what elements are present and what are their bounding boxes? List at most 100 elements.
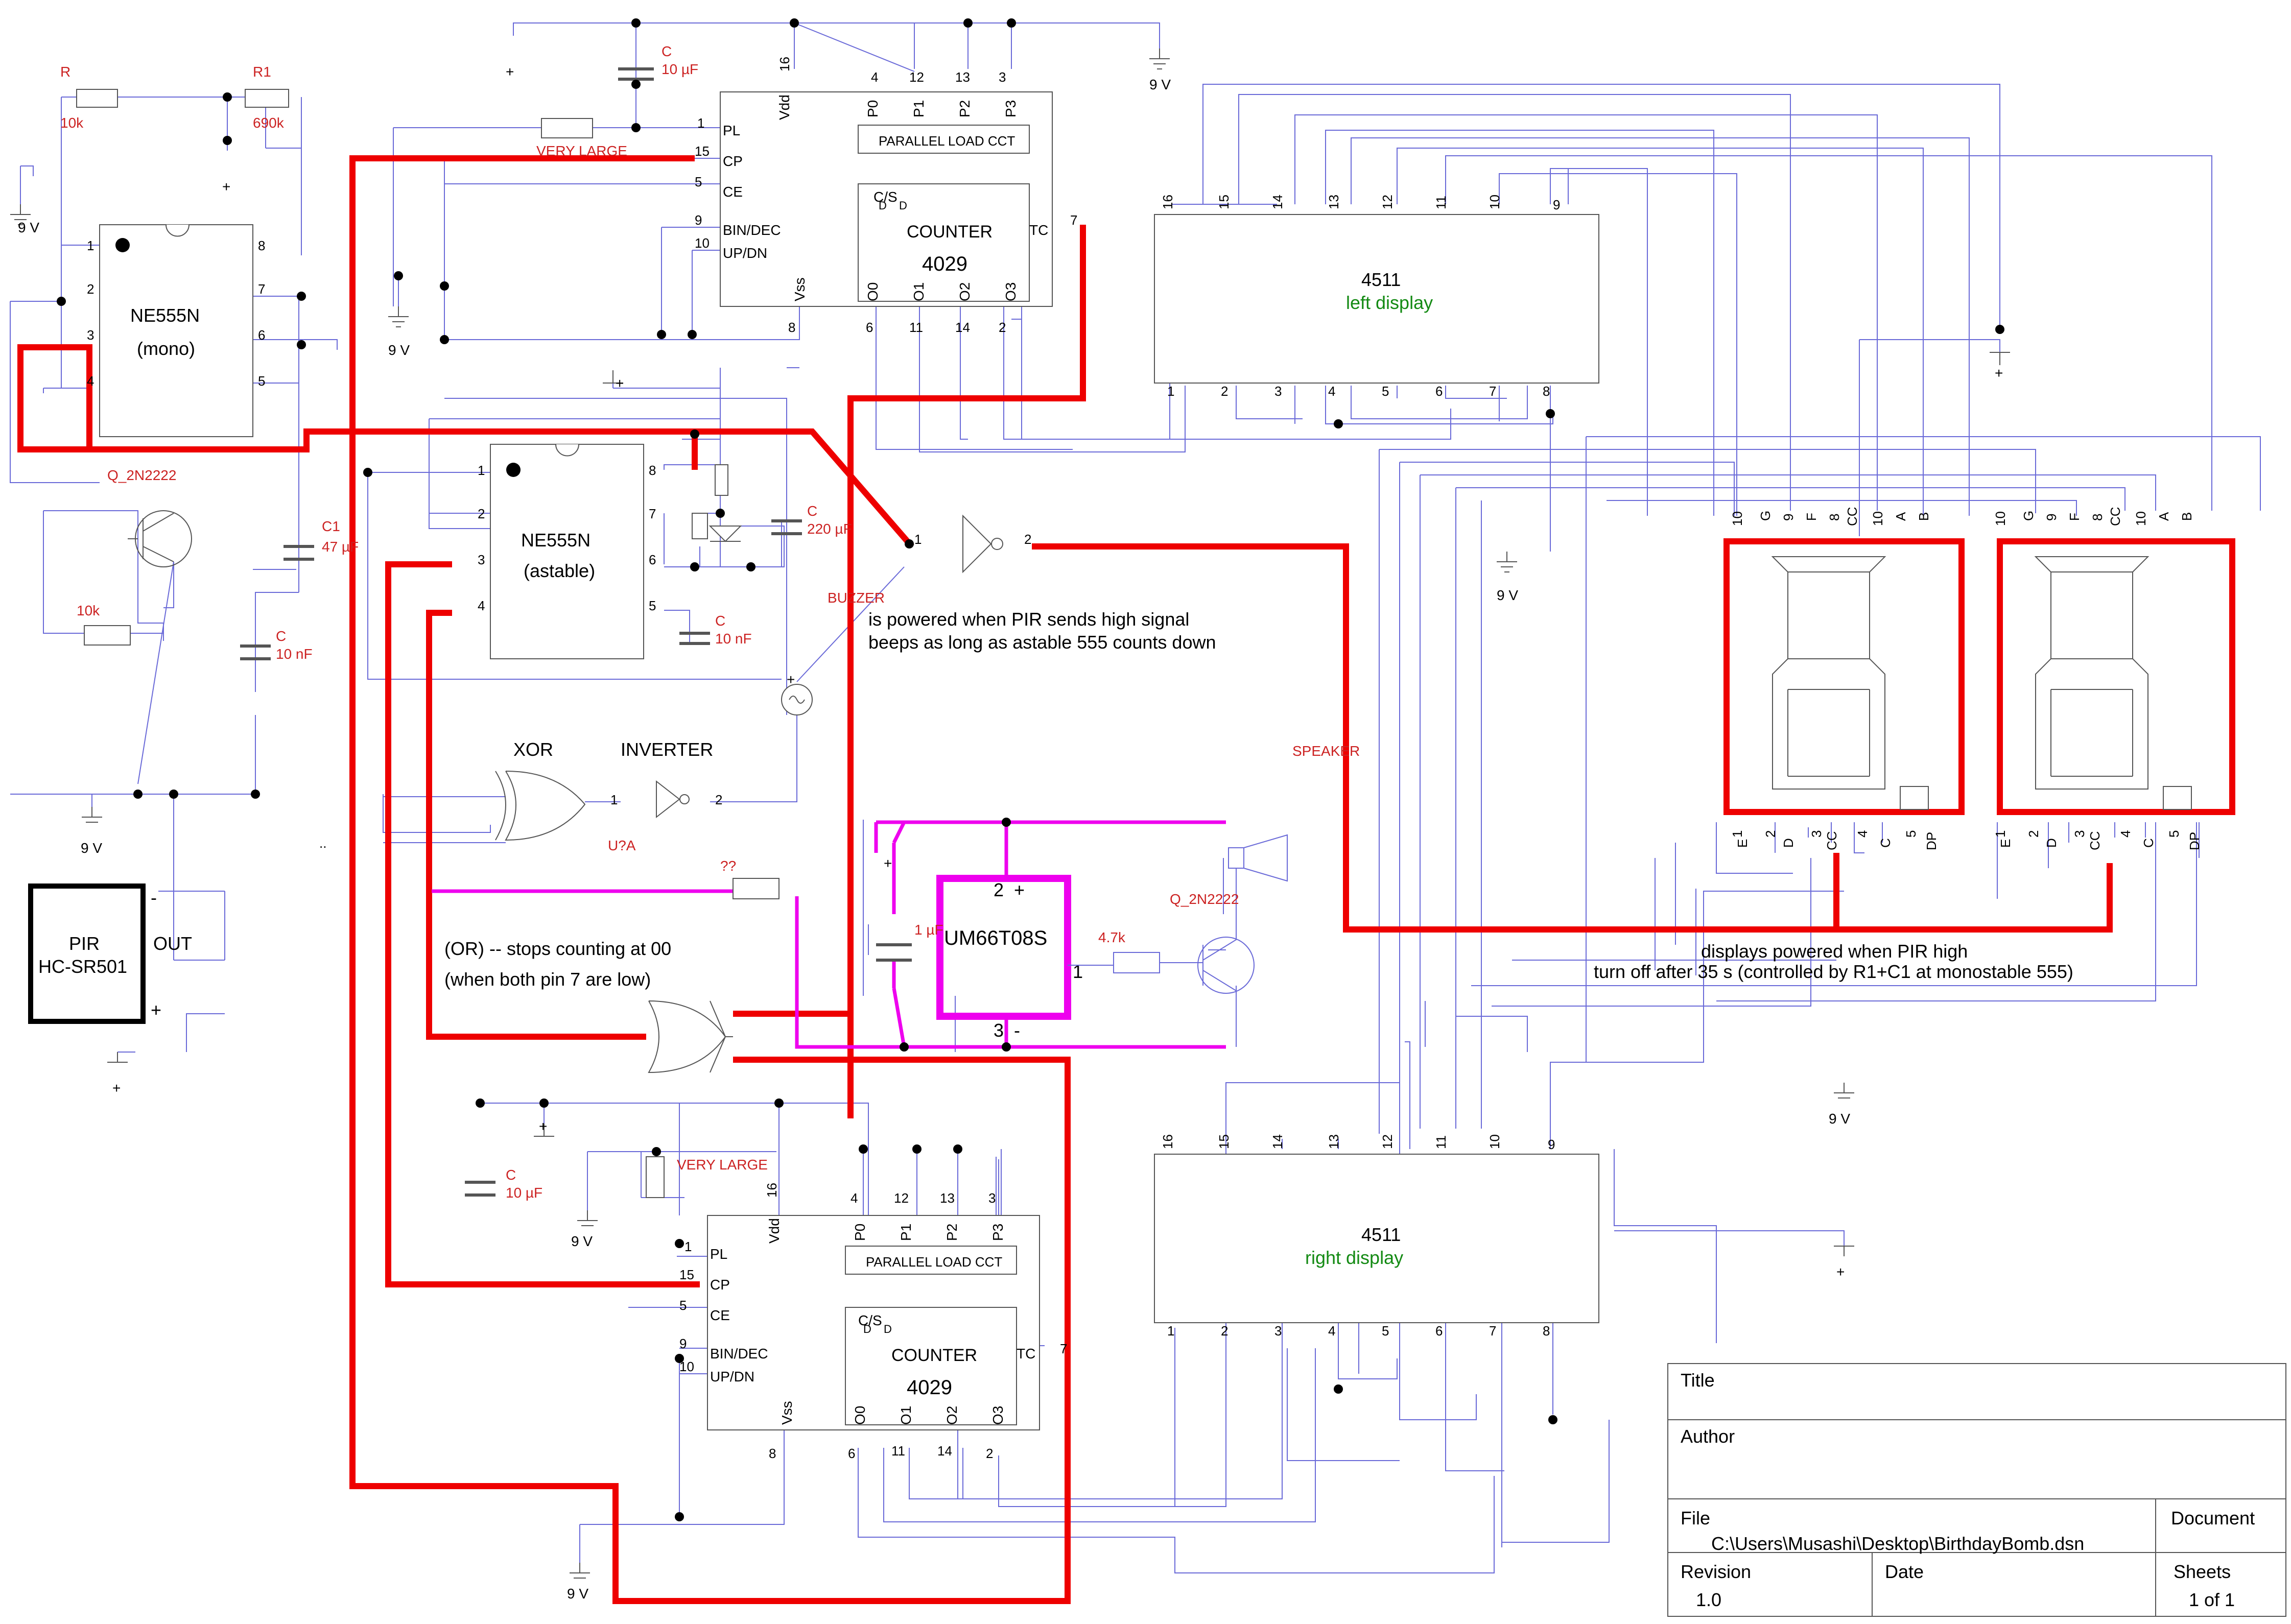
svg-text:Vss: Vss <box>779 1401 795 1425</box>
svg-text:9: 9 <box>1781 514 1796 521</box>
svg-text:7: 7 <box>649 506 656 521</box>
svg-text:O2: O2 <box>957 282 973 301</box>
svg-text:5: 5 <box>649 598 656 613</box>
svg-text:7: 7 <box>1060 1341 1067 1356</box>
svg-text:11: 11 <box>1433 1135 1449 1149</box>
svg-text:11: 11 <box>1433 196 1449 209</box>
or-note-2: (when both pin 7 are low) <box>444 969 651 990</box>
svg-text:8: 8 <box>1543 1323 1550 1339</box>
svg-text:9 V: 9 V <box>81 840 102 856</box>
svg-text:HC-SR501: HC-SR501 <box>38 956 127 977</box>
svg-text:15: 15 <box>695 144 710 159</box>
c-bottom-value: 10 µF <box>506 1185 542 1201</box>
svg-text:6: 6 <box>848 1446 855 1461</box>
svg-text:5: 5 <box>2166 830 2182 838</box>
svg-text:13: 13 <box>1326 195 1341 209</box>
or-note-1: (OR) -- stops counting at 00 <box>444 938 671 959</box>
svg-text:13: 13 <box>955 69 970 85</box>
svg-text:Vdd: Vdd <box>766 1218 782 1244</box>
u-a-label: U?A <box>608 838 636 853</box>
capacitors <box>240 67 912 1197</box>
svg-text:12: 12 <box>1380 1134 1395 1149</box>
svg-text:+: + <box>787 672 795 687</box>
svg-text:O0: O0 <box>852 1406 868 1425</box>
svg-text:+: + <box>1836 1264 1845 1280</box>
svg-text:CC: CC <box>1845 507 1860 526</box>
ne555-mono: NE555N (mono) 1 2 3 4 8 7 6 5 <box>87 224 265 437</box>
buzzer-note-1: is powered when PIR sends high signal <box>868 609 1189 630</box>
seven-segment-left <box>1771 556 1929 810</box>
svg-text:CE: CE <box>710 1307 730 1323</box>
counter-top: PARALLEL LOAD CCT COUNTER 4029 PL CP CE … <box>695 57 1077 335</box>
svg-text:B: B <box>2179 512 2194 521</box>
r-value: 10k <box>60 115 84 131</box>
svg-text:9 V: 9 V <box>1497 587 1518 603</box>
svg-text:P1: P1 <box>898 1224 914 1241</box>
svg-text:1: 1 <box>1167 1323 1174 1339</box>
svg-text:CC: CC <box>1824 831 1839 850</box>
svg-text:3: 3 <box>988 1190 996 1206</box>
svg-text:O3: O3 <box>1003 282 1019 301</box>
svg-text:10: 10 <box>1870 511 1885 526</box>
c-astable-label: C <box>715 613 725 629</box>
svg-text:DP: DP <box>1924 832 1939 850</box>
sound-transistor-area <box>1068 834 1288 1047</box>
svg-text:14: 14 <box>1270 1134 1285 1149</box>
author-label: Author <box>1681 1426 1735 1447</box>
svg-text:13: 13 <box>1326 1134 1341 1149</box>
svg-text:TC: TC <box>1029 222 1048 238</box>
svg-text:3: 3 <box>1274 384 1282 399</box>
component-labels: R 10k R1 690k C 10 µF VERY LARGE VERY LA… <box>60 43 1360 1201</box>
svg-text:-: - <box>1014 1020 1020 1041</box>
pir-sensor: PIR HC-SR501 OUT - + <box>28 883 192 1024</box>
r-label: R <box>60 64 70 80</box>
svg-text:5: 5 <box>1382 384 1389 399</box>
svg-text:C/S: C/S <box>873 189 897 205</box>
svg-text:(astable): (astable) <box>524 560 595 581</box>
svg-text:8: 8 <box>1827 514 1842 521</box>
svg-text:8: 8 <box>258 238 265 253</box>
svg-text:2: 2 <box>999 320 1006 335</box>
buzzer-note-2: beeps as long as astable 555 counts down <box>868 632 1216 653</box>
c-mono-label: C <box>276 628 286 644</box>
svg-text:9 V: 9 V <box>1149 77 1171 92</box>
svg-text:4: 4 <box>1328 1323 1335 1339</box>
svg-text:A: A <box>2156 512 2171 521</box>
svg-text:E: E <box>1735 839 1750 848</box>
svg-text:12: 12 <box>894 1190 909 1206</box>
svg-text:O0: O0 <box>865 282 881 301</box>
svg-text:10: 10 <box>1487 195 1502 209</box>
svg-text:PARALLEL LOAD CCT: PARALLEL LOAD CCT <box>879 133 1015 149</box>
svg-text:2: 2 <box>1221 384 1228 399</box>
c-top-label: C <box>662 43 672 59</box>
buzzer-label: BUZZER <box>828 590 885 606</box>
svg-text:14: 14 <box>955 320 970 335</box>
svg-text:2: 2 <box>994 879 1004 900</box>
svg-text:11: 11 <box>909 320 923 335</box>
svg-text:CP: CP <box>710 1277 730 1293</box>
svg-text:P2: P2 <box>957 100 973 117</box>
svg-text:12: 12 <box>1380 195 1395 209</box>
svg-text:P3: P3 <box>990 1224 1006 1241</box>
svg-text:PARALLEL LOAD CCT: PARALLEL LOAD CCT <box>866 1254 1002 1270</box>
svg-text:COUNTER: COUNTER <box>907 222 993 242</box>
svg-text:2: 2 <box>478 506 485 521</box>
file-label: File <box>1681 1508 1710 1529</box>
svg-text:8: 8 <box>2090 514 2105 521</box>
inverter-top-pin2: 2 <box>1024 532 1031 547</box>
svg-text:3: 3 <box>1809 830 1824 838</box>
svg-text:O1: O1 <box>898 1406 914 1425</box>
svg-text:C/S: C/S <box>858 1312 882 1328</box>
svg-text:9: 9 <box>679 1336 687 1351</box>
svg-text:+: + <box>616 375 624 391</box>
svg-text:1: 1 <box>684 1239 692 1254</box>
svg-text:14: 14 <box>937 1443 952 1459</box>
svg-text:+: + <box>151 999 161 1020</box>
inverter-gate <box>656 780 690 819</box>
r1-label: R1 <box>253 64 271 80</box>
signal-wires <box>10 22 2261 1573</box>
or-gate <box>648 1000 733 1073</box>
svg-text:16: 16 <box>777 57 792 71</box>
supply-labels: 9 V 9 V 9 V 9 V 9 V 9 V 9 V 9 V + + + + … <box>18 64 2003 1602</box>
svg-text:5: 5 <box>258 373 265 389</box>
